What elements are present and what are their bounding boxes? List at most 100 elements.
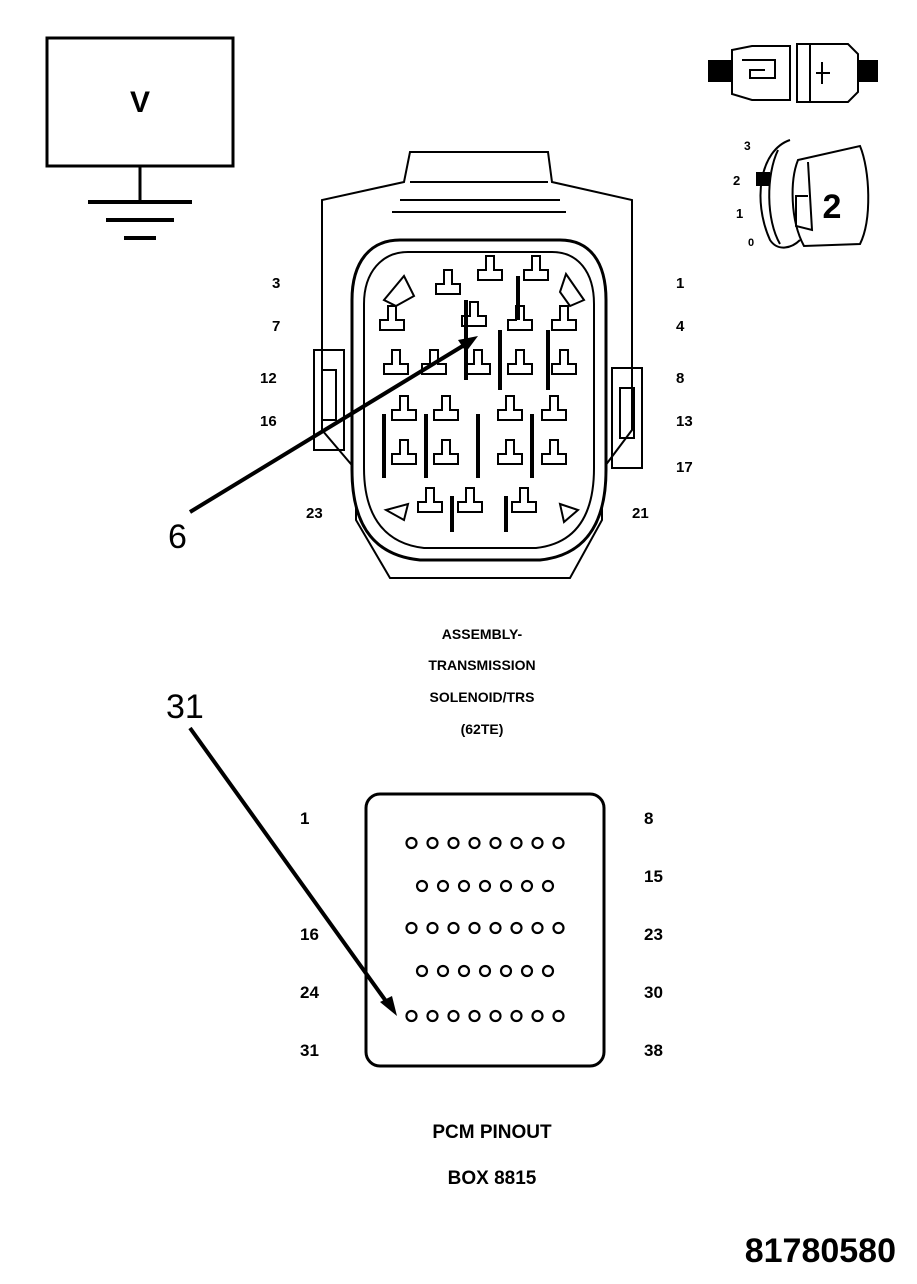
pcm-pin-hole	[405, 1009, 418, 1023]
pcm-pin-hole	[541, 879, 555, 893]
pcm-pin-hole	[489, 836, 502, 850]
pcm-pin-hole	[531, 1009, 544, 1023]
pcm-pin-holes	[405, 836, 565, 1023]
pcm-pin-hole	[426, 921, 439, 935]
pcm-pin-hole	[415, 879, 429, 893]
pcm-label-right: 23	[644, 925, 663, 944]
pcm-pin-hole	[457, 879, 471, 893]
connector-label-right: 1	[676, 275, 684, 292]
ignition-pos-1: 1	[736, 206, 743, 221]
connector-terminal	[541, 439, 567, 465]
caption-line: TRANSMISSION	[428, 657, 535, 673]
pcm-label-right: 8	[644, 809, 653, 828]
pcm-caption-line: BOX 8815	[448, 1168, 537, 1189]
callout-pin-31-label: 31	[166, 688, 204, 726]
callout-pin-6: 6	[168, 336, 478, 556]
pcm-label-right: 15	[644, 867, 663, 886]
pcm-pin-hole	[552, 921, 565, 935]
caption-line: (62TE)	[461, 721, 504, 737]
pcm-pin-hole	[447, 1009, 460, 1023]
voltmeter-symbol: V	[130, 86, 150, 119]
caption-line: SOLENOID/TRS	[429, 689, 534, 705]
connector-terminal	[391, 395, 417, 421]
ignition-pos-2: 2	[733, 173, 740, 188]
connector-label-right: 4	[676, 318, 685, 335]
connector-divider	[476, 414, 480, 478]
connector-terminal	[379, 305, 405, 331]
connector-divider	[546, 330, 550, 390]
caption-line: ASSEMBLY-	[442, 626, 523, 642]
pcm-pin-hole	[552, 836, 565, 850]
connector-terminal	[457, 487, 483, 513]
ground-icon	[88, 200, 192, 240]
connector-terminal	[541, 395, 567, 421]
pcm-pin-hole	[426, 836, 439, 850]
ignition-key-position: 2	[823, 188, 842, 226]
connector-divider	[516, 276, 520, 320]
pcm-pin-hole	[436, 879, 450, 893]
connector-terminal	[433, 439, 459, 465]
ignition-pos-3: 3	[744, 139, 751, 153]
connector-terminal	[507, 305, 533, 331]
pcm-pin-hole	[520, 879, 534, 893]
pcm-label-right: 38	[644, 1041, 663, 1060]
pcm-caption: PCM PINOUT BOX 8815	[432, 1122, 552, 1189]
figure-id: 81780580	[745, 1232, 896, 1270]
connector-terminal	[465, 349, 491, 375]
connector-terminal	[551, 349, 577, 375]
connector-caption: ASSEMBLY- TRANSMISSION SOLENOID/TRS (62T…	[428, 626, 535, 737]
connector-terminal	[497, 395, 523, 421]
pcm-pin-hole	[489, 921, 502, 935]
pcm-label-right: 30	[644, 983, 663, 1002]
pcm-pin-hole	[447, 921, 460, 935]
connector-divider	[504, 496, 508, 532]
transmission-solenoid-connector: 3 7 12 16 23 1 4 8 13 17 21	[260, 151, 693, 579]
pcm-pin-hole	[478, 879, 492, 893]
pcm-pin-hole	[457, 964, 471, 978]
pcm-pin-hole	[510, 836, 523, 850]
pcm-pin-hole	[426, 1009, 439, 1023]
connector-terminal	[433, 395, 459, 421]
pcm-pin-hole	[405, 836, 418, 850]
connector-label-left: 7	[272, 318, 280, 335]
pcm-label-left: 24	[300, 983, 319, 1002]
voltmeter-icon: V	[45, 36, 235, 240]
ignition-pos-0: 0	[748, 237, 754, 249]
connector-terminal	[507, 349, 533, 375]
connector-label-left: 16	[260, 413, 277, 430]
pcm-label-left: 1	[300, 809, 309, 828]
connector-label-left: 3	[272, 275, 280, 292]
pcm-pinout: 1 16 24 31 8 15 23 30 38	[300, 792, 663, 1068]
connector-label-left: 23	[306, 505, 323, 522]
pcm-pin-hole	[489, 1009, 502, 1023]
pcm-pin-hole	[541, 964, 555, 978]
callout-pin-6-label: 6	[168, 518, 187, 556]
pcm-pin-hole	[447, 836, 460, 850]
connector-terminal	[551, 305, 577, 331]
pcm-pin-hole	[499, 879, 513, 893]
connector-label-right: 8	[676, 370, 684, 387]
pcm-pin-hole	[499, 964, 513, 978]
pcm-pin-hole	[510, 1009, 523, 1023]
connector-terminal	[523, 255, 549, 281]
connector-label-right: 17	[676, 459, 693, 476]
pcm-pin-hole	[552, 1009, 565, 1023]
connector-terminal	[435, 269, 461, 295]
pcm-pin-hole	[468, 1009, 481, 1023]
connector-terminal	[497, 439, 523, 465]
connector-terminal	[421, 349, 447, 375]
connector-divider	[450, 496, 454, 532]
connector-divider	[424, 414, 428, 478]
connector-divider	[530, 414, 534, 478]
pcm-pin-hole	[520, 964, 534, 978]
connector-terminal	[383, 349, 409, 375]
pcm-label-left: 31	[300, 1041, 319, 1060]
connector-disconnect-icon	[708, 43, 878, 103]
connector-label-right: 21	[632, 505, 649, 522]
ignition-key-icon: 3 2 1 0 2	[733, 139, 870, 249]
connector-terminal	[391, 439, 417, 465]
pcm-pin-hole	[468, 836, 481, 850]
pcm-pin-hole	[468, 921, 481, 935]
connector-label-left: 12	[260, 370, 277, 387]
